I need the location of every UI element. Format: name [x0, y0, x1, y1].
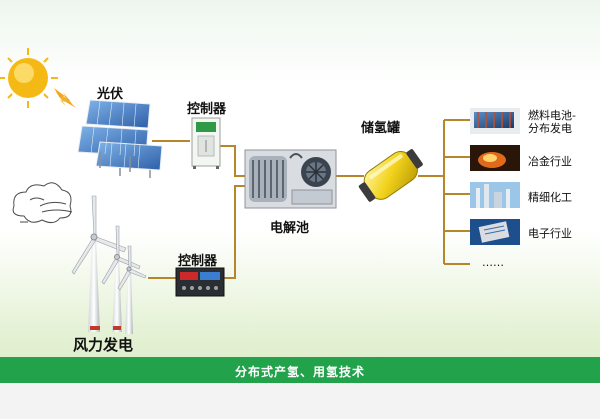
controller-unit-icon	[175, 267, 225, 297]
line-controller-electrolyzer	[220, 145, 245, 177]
solar-panels-icon	[77, 99, 163, 178]
sun-ray-arrow-body	[54, 88, 76, 108]
footer-bar	[0, 357, 600, 383]
label-wind: 风力发电	[73, 336, 134, 354]
label-solar: 光伏	[97, 87, 124, 102]
label-storage: 储氢罐	[361, 121, 401, 136]
connection-lines	[148, 119, 470, 279]
app-thumb-fuel-cell	[470, 108, 520, 134]
app-label-chemical: 精细化工	[528, 191, 572, 204]
app-label-fuel-cell: 燃料电池- 分布发电	[528, 109, 576, 135]
app-label-electronics: 电子行业	[528, 227, 572, 240]
label-electrolyzer: 电解池	[270, 221, 310, 236]
app-label-more: ……	[482, 256, 504, 269]
sun-icon	[0, 48, 58, 108]
app-label-metallurgy: 冶金行业	[528, 155, 572, 168]
label-controller-bottom: 控制器	[178, 254, 218, 269]
app-label-fuel-cell-line1: 燃料电池-	[528, 109, 576, 122]
app-label-fuel-cell-line2: 分布发电	[528, 122, 572, 135]
app-thumb-electronics	[470, 219, 520, 245]
app-thumb-metallurgy	[470, 145, 520, 171]
app-thumb-chemical	[470, 182, 520, 208]
line-controller2-electrolyzer	[222, 185, 245, 279]
controller-cabinet-icon	[191, 117, 221, 169]
wind-turbines-icon	[71, 195, 147, 334]
bottom-strip	[0, 383, 600, 419]
label-controller-top: 控制器	[187, 102, 227, 117]
electrolyzer-icon	[244, 149, 337, 209]
hydrogen-tank-icon	[358, 149, 423, 202]
wind-cloud-icon	[12, 182, 73, 224]
footer-title: 分布式产氢、用氢技术	[234, 365, 365, 379]
